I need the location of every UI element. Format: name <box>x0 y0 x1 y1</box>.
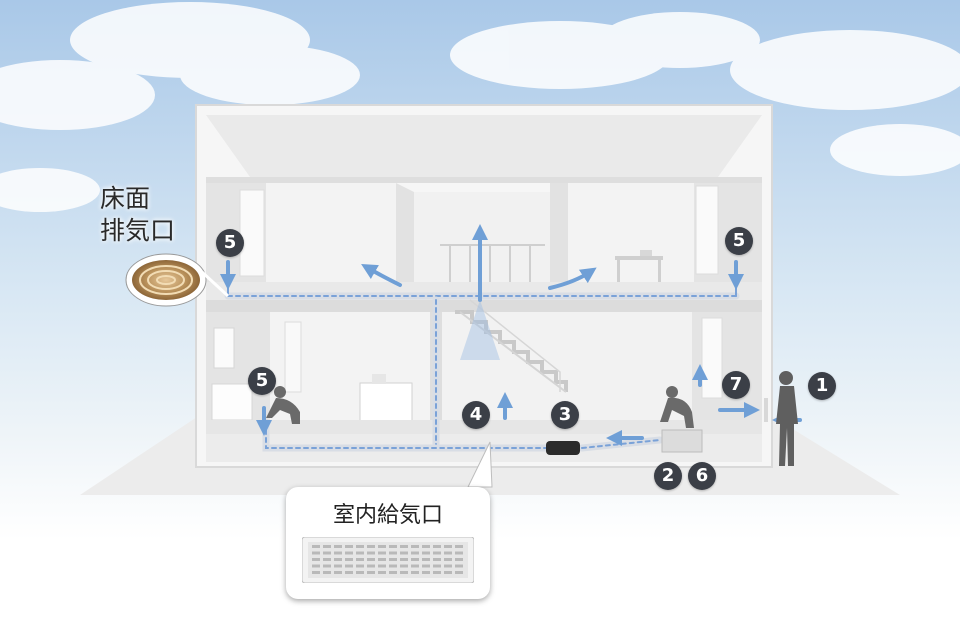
floor-exhaust-label-line-1: 床面 <box>100 184 151 213</box>
grille-slot <box>455 558 463 561</box>
grille-slot <box>455 571 463 574</box>
grille-slot <box>334 564 342 568</box>
grille-slot <box>411 551 419 555</box>
grille-slot <box>455 551 463 555</box>
grille-slot <box>345 571 353 574</box>
grille-slot <box>400 571 408 574</box>
grille-slot <box>389 564 397 568</box>
upward-airflow-glow <box>460 300 500 360</box>
grille-slot <box>444 558 452 561</box>
grille-slot <box>323 545 331 548</box>
badge-2: 2 <box>654 462 682 490</box>
grille-slot <box>378 551 386 555</box>
grille-slot <box>422 564 430 568</box>
grille-slot <box>422 551 430 555</box>
clouds <box>0 2 960 212</box>
badge-5-lower-left: 5 <box>248 367 276 395</box>
grille-slot <box>433 558 441 561</box>
grille-slot <box>312 558 320 561</box>
grille-slot <box>455 545 463 548</box>
floor-exhaust-vent-callout <box>125 253 230 307</box>
grille-slot <box>378 558 386 561</box>
grille-slot <box>323 558 331 561</box>
grille-slot <box>367 571 375 574</box>
grille-slot <box>356 564 364 568</box>
grille-slot <box>400 564 408 568</box>
grille-slot <box>356 571 364 574</box>
grille-slot <box>411 558 419 561</box>
person-crouching-left <box>266 386 300 424</box>
grille-slot <box>444 545 452 548</box>
fan-unit <box>546 441 580 455</box>
heat-exchanger-unit <box>661 429 703 453</box>
indoor-supply-vent-card: 室内給気口 <box>286 487 490 599</box>
grille-slot <box>444 571 452 574</box>
badge-7: 7 <box>722 371 750 399</box>
grille-slot <box>422 545 430 548</box>
grille-slot <box>444 551 452 555</box>
grille-slot <box>400 551 408 555</box>
badge-1: 1 <box>808 372 836 400</box>
grille-slot <box>312 545 320 548</box>
grille-slot <box>334 571 342 574</box>
grille-slot <box>323 571 331 574</box>
grille-slot <box>411 545 419 548</box>
grille-slot <box>433 564 441 568</box>
indoor-supply-vent-label: 室内給気口 <box>332 503 443 528</box>
grille-slot <box>422 558 430 561</box>
person-standing <box>764 371 798 466</box>
grille-slot <box>323 551 331 555</box>
grille-slot <box>422 571 430 574</box>
grille-slot <box>389 571 397 574</box>
grille-slot <box>312 564 320 568</box>
grille-slot <box>389 558 397 561</box>
grille-slot <box>411 564 419 568</box>
grille-slot <box>433 545 441 548</box>
grille-slot <box>323 564 331 568</box>
badge-3: 3 <box>551 401 579 429</box>
floor-exhaust-label: 床面 排気口 <box>100 183 175 247</box>
supply-vent-grille <box>302 537 474 583</box>
grille-slot <box>356 558 364 561</box>
grille-slot <box>389 545 397 548</box>
grille-slot <box>400 545 408 548</box>
grille-slot <box>367 545 375 548</box>
grille-slot <box>312 551 320 555</box>
airflow-arrows <box>220 224 802 446</box>
grille-slot <box>389 551 397 555</box>
grille-slot <box>400 558 408 561</box>
attic-ceiling <box>206 115 762 177</box>
grille-slot <box>455 564 463 568</box>
grille-slot <box>334 558 342 561</box>
grille-slot <box>356 551 364 555</box>
grille-slot <box>334 551 342 555</box>
person-crouching-right <box>660 386 694 428</box>
grille-slot <box>367 551 375 555</box>
grille-slot <box>345 545 353 548</box>
grille-slot <box>345 551 353 555</box>
badge-6: 6 <box>688 462 716 490</box>
grille-slot <box>378 564 386 568</box>
grille-slot <box>345 558 353 561</box>
grille-slot <box>356 545 364 548</box>
grille-slot <box>378 571 386 574</box>
badge-4: 4 <box>462 401 490 429</box>
grille-slot <box>444 564 452 568</box>
attic-floor <box>206 177 762 183</box>
grille-slot <box>345 564 353 568</box>
grille-slot <box>378 545 386 548</box>
grille-slot <box>433 571 441 574</box>
badge-5-upper-right: 5 <box>725 227 753 255</box>
floor-exhaust-label-line-2: 排気口 <box>100 216 176 245</box>
grille-slot <box>367 564 375 568</box>
grille-slot <box>411 571 419 574</box>
grille-slot <box>312 571 320 574</box>
grille-slot <box>433 551 441 555</box>
badge-5-upper-left: 5 <box>216 229 244 257</box>
grille-slot <box>334 545 342 548</box>
grille-slot <box>367 558 375 561</box>
